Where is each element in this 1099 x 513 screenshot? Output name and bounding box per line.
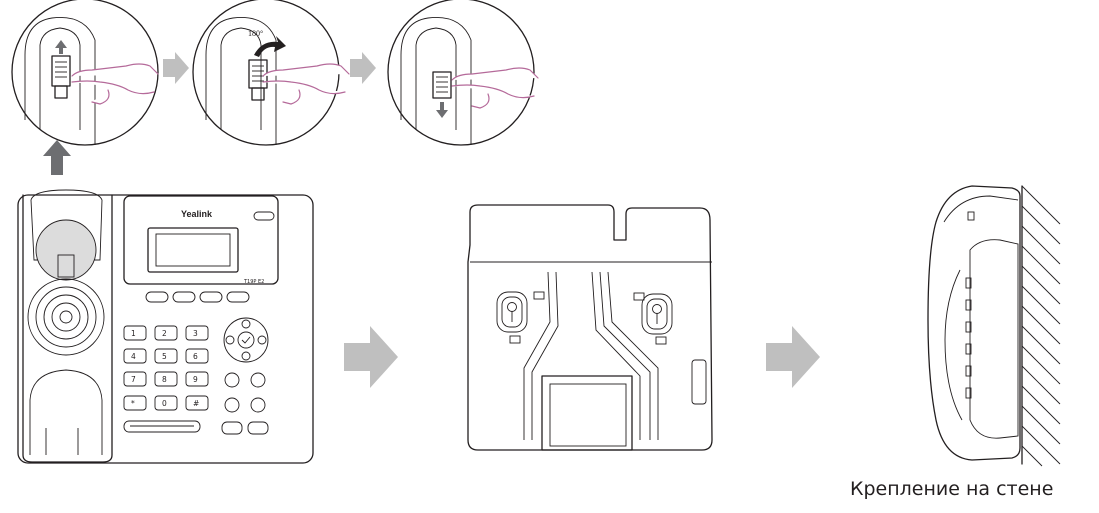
phone-front-view: Yealink T19P E2 1 2 3 [17,189,314,464]
key-4: 4 [131,352,136,361]
key-star: * [131,399,135,408]
hand-icon [71,63,159,105]
key-0: 0 [162,399,167,408]
rotation-label: 180° [248,29,263,38]
volume-bar [123,420,201,433]
model-label: T19P E2 [243,279,264,285]
key-3: 3 [193,329,198,338]
keyhole-mount-left [496,291,528,333]
step-arrow-1 [163,52,189,84]
hand-icon [262,63,350,105]
flow-arrow-1 [344,326,398,388]
hand-icon [451,67,539,109]
rotate-arrow-icon [254,36,286,57]
wall-mount-caption: Крепление на стене [850,478,1054,500]
keyhole-mount-right [641,293,673,335]
soft-keys [145,291,250,303]
key-1: 1 [131,329,136,338]
key-hash: # [193,399,199,408]
step-1-pull-tab-up [11,0,159,146]
keypad: 1 2 3 4 5 6 7 8 9 * 0 # [123,325,209,411]
navigation-keys [223,317,269,363]
arrow-down-icon [436,102,448,118]
key-9: 9 [193,375,198,384]
key-5: 5 [162,352,167,361]
arrow-up-icon [55,40,67,54]
brand-logo: Yealink [181,209,213,219]
key-7: 7 [131,375,136,384]
key-2: 2 [162,329,167,338]
wall-hatching [1021,185,1061,467]
phone-back-view [467,204,713,451]
step-3-reinsert-tab [387,0,539,146]
up-arrow [43,140,71,175]
speaker-grille [27,278,105,356]
phone-side-view-on-wall [927,185,1061,467]
step-arrow-2 [350,52,376,84]
key-6: 6 [193,352,198,361]
key-8: 8 [162,375,167,384]
step-2-rotate-tab: 180° [192,0,350,146]
flow-arrow-2 [766,326,820,388]
hookswitch-highlight [35,219,97,281]
lcd-screen [147,227,239,273]
